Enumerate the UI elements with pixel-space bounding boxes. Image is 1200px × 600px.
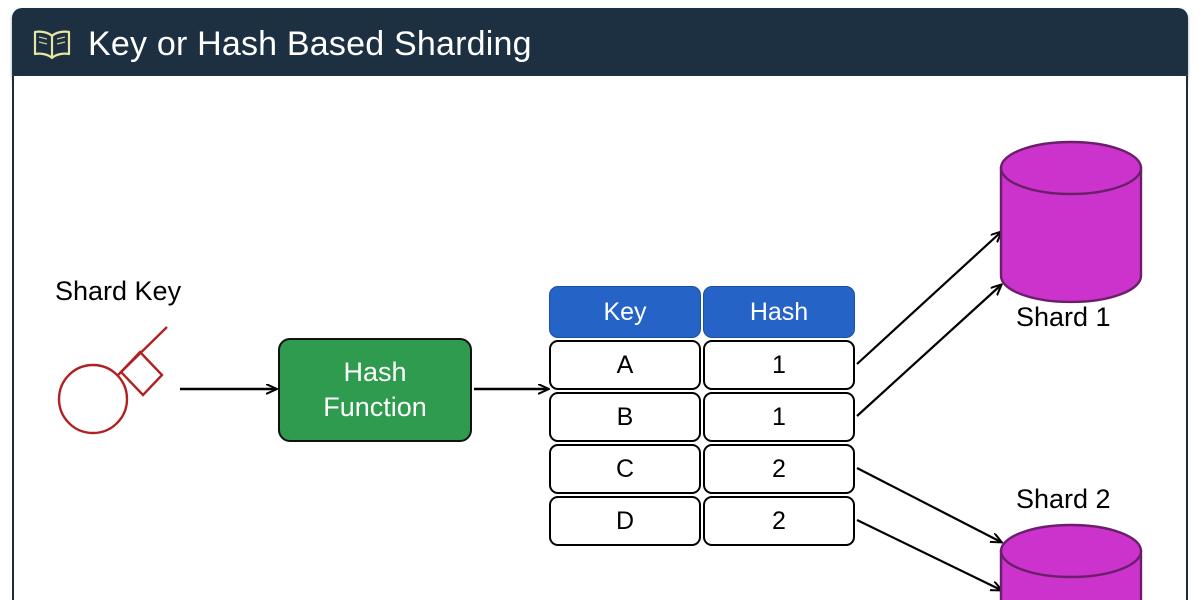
table-cell-hash: 1	[703, 340, 855, 390]
table-row: A 1	[549, 340, 855, 390]
page-title: Key or Hash Based Sharding	[88, 24, 532, 63]
hash-table: Key Hash A 1 B 1 C 2 D 2	[549, 286, 855, 548]
table-cell-hash: 2	[703, 496, 855, 546]
title-bar: Key or Hash Based Sharding	[12, 8, 1188, 80]
table-header-hash: Hash	[703, 286, 855, 338]
shard-2-label: Shard 2	[1016, 484, 1111, 514]
hash-function-line-2: Function	[323, 392, 427, 422]
table-cell-key: B	[549, 392, 701, 442]
table-row: B 1	[549, 392, 855, 442]
shard-key-label: Shard Key	[55, 276, 182, 306]
table-row: C 2	[549, 444, 855, 494]
table-cell-key: D	[549, 496, 701, 546]
hash-function-line-1: Hash	[343, 357, 407, 388]
table-cell-key: C	[549, 444, 701, 494]
shard-1-label: Shard 1	[1016, 302, 1111, 332]
table-row: D 2	[549, 496, 855, 546]
table-cell-key: A	[549, 340, 701, 390]
open-book-icon	[32, 27, 72, 61]
table-cell-hash: 1	[703, 392, 855, 442]
hash-function-box[interactable]: Hash Function	[278, 338, 472, 442]
table-cell-hash: 2	[703, 444, 855, 494]
table-header-row: Key Hash	[549, 286, 855, 338]
table-header-key: Key	[549, 286, 701, 338]
